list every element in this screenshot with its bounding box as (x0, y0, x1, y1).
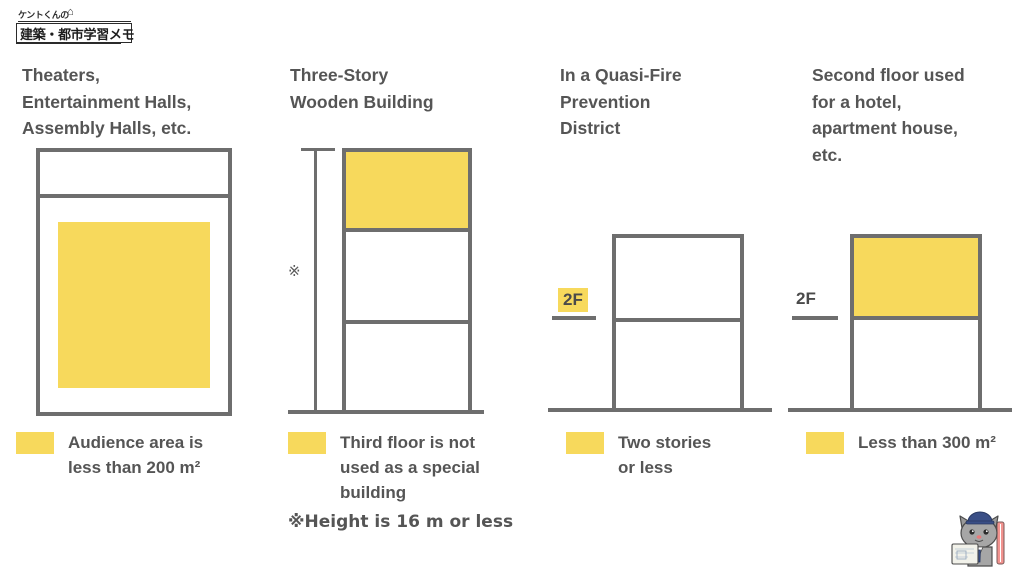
legend-swatch (806, 432, 844, 454)
building-left-wall (342, 148, 346, 414)
third-floor-fill (342, 150, 470, 230)
second-floor-divider (850, 316, 982, 320)
third-floor-divider (342, 228, 472, 232)
legend-label: Third floor is not used as a special bui… (340, 433, 480, 503)
legend-label: Less than 300 m² (858, 433, 996, 452)
legend-second-floor-hotel: Less than 300 m² (806, 430, 1024, 455)
logo-divider (18, 21, 131, 22)
building-body-right-edge (228, 198, 232, 416)
building-floor-divider (36, 194, 232, 198)
dimension-top-tick (301, 148, 335, 151)
panel-second-floor-hotel: Second floor used for a hotel, apartment… (812, 62, 1024, 168)
building-top-edge (612, 234, 744, 238)
building-ground-line (788, 408, 1012, 412)
panel-theaters: Theaters, Entertainment Halls, Assembly … (22, 62, 272, 142)
floor-label-2f: 2F (558, 288, 588, 312)
building-top-band-left-edge (36, 148, 40, 198)
panel-title: Theaters, Entertainment Halls, Assembly … (22, 65, 192, 139)
panel-title: Second floor used for a hotel, apartment… (812, 65, 965, 165)
dimension-vertical (314, 148, 317, 413)
panel-quasi-fire-district: In a Quasi-Fire Prevention District (560, 62, 810, 142)
building-base-edge (36, 412, 232, 416)
panel-title: In a Quasi-Fire Prevention District (560, 65, 682, 139)
legend-label: Two stories or less (618, 433, 712, 478)
floor-label-underline (792, 316, 838, 320)
panel-three-story-wooden: Three-Story Wooden Building (290, 62, 540, 115)
building-right-wall (468, 148, 472, 414)
legend-theaters: Audience area is less than 200 m² (16, 430, 266, 480)
legend-height-note: ※Height is 16 m or less (288, 512, 514, 532)
legend-three-story-wooden: Third floor is not used as a special bui… (288, 430, 538, 505)
building-left-wall (612, 234, 616, 412)
building-ground-line (548, 408, 772, 412)
floor-label-2f: 2F (796, 289, 816, 308)
building-ground-line (288, 410, 484, 414)
site-logo: ケントくんの ⌂ 建築・都市学習メモ (14, 6, 144, 46)
building-right-wall (978, 234, 982, 412)
legend-swatch (16, 432, 54, 454)
logo-tagline: ケントくんの (18, 11, 69, 21)
logo-underline (16, 43, 121, 45)
panel-title: Three-Story Wooden Building (290, 65, 434, 112)
audience-area-fill (58, 222, 210, 388)
building-top-edge (342, 148, 472, 152)
second-floor-divider (612, 318, 744, 322)
building-right-wall (740, 234, 744, 412)
second-floor-fill (852, 236, 980, 318)
legend-label: Audience area is less than 200 m² (68, 433, 204, 478)
legend-quasi-fire-district: Two stories or less (566, 430, 796, 480)
mascot-cat-icon (951, 511, 1005, 567)
legend-swatch (566, 432, 604, 454)
building-top-edge (850, 234, 982, 238)
house-icon: ⌂ (67, 6, 74, 18)
floor-label-underline (552, 316, 596, 320)
reference-mark: ※ (288, 262, 301, 280)
building-body-left-edge (36, 198, 40, 416)
building-top-band-right-edge (228, 148, 232, 198)
second-floor-divider (342, 320, 472, 324)
logo-title: 建築・都市学習メモ (16, 23, 135, 43)
building-top-band-top-edge (36, 148, 232, 152)
legend-swatch (288, 432, 326, 454)
building-left-wall (850, 234, 854, 412)
